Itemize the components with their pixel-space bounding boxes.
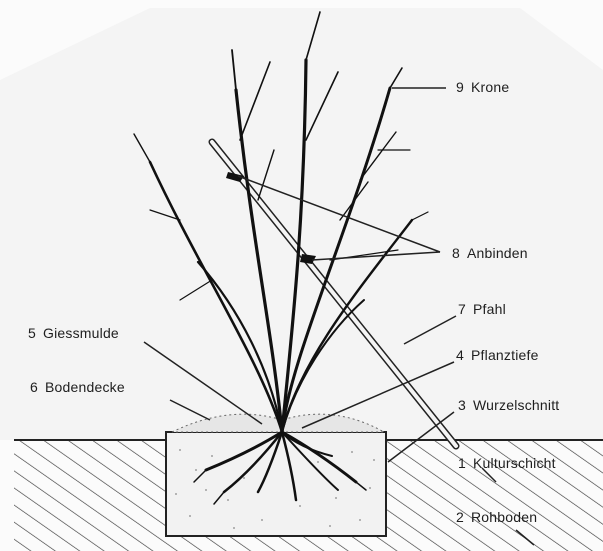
label-pflanztiefe-number: 4 — [456, 347, 464, 363]
label-pfahl-number: 7 — [458, 301, 466, 317]
label-anbinden: 8 Anbinden — [452, 246, 528, 260]
label-bodendecke-text: Bodendecke — [45, 379, 125, 395]
label-rohboden: 2 Rohboden — [456, 510, 537, 524]
label-giessmulde-text: Giessmulde — [43, 325, 119, 341]
label-wurzelschnitt-text: Wurzelschnitt — [473, 397, 559, 413]
label-kulturschicht-number: 1 — [458, 455, 466, 471]
label-wurzelschnitt-number: 3 — [458, 397, 466, 413]
label-pflanztiefe: 4 Pflanztiefe — [456, 348, 539, 362]
label-krone-number: 9 — [456, 79, 464, 95]
label-giessmulde: 5 Giessmulde — [28, 326, 119, 340]
label-pflanztiefe-text: Pflanztiefe — [471, 347, 539, 363]
label-anbinden-number: 8 — [452, 245, 460, 261]
label-rohboden-number: 2 — [456, 509, 464, 525]
label-rohboden-text: Rohboden — [471, 509, 537, 525]
label-krone: 9 Krone — [456, 80, 509, 94]
label-pfahl-text: Pfahl — [473, 301, 506, 317]
label-wurzelschnitt: 3 Wurzelschnitt — [458, 398, 559, 412]
label-kulturschicht: 1 Kulturschicht — [458, 456, 556, 470]
label-anbinden-text: Anbinden — [467, 245, 528, 261]
label-krone-text: Krone — [471, 79, 509, 95]
label-kulturschicht-text: Kulturschicht — [473, 455, 556, 471]
label-bodendecke-number: 6 — [30, 379, 38, 395]
label-pfahl: 7 Pfahl — [458, 302, 506, 316]
label-bodendecke: 6 Bodendecke — [30, 380, 125, 394]
label-giessmulde-number: 5 — [28, 325, 36, 341]
